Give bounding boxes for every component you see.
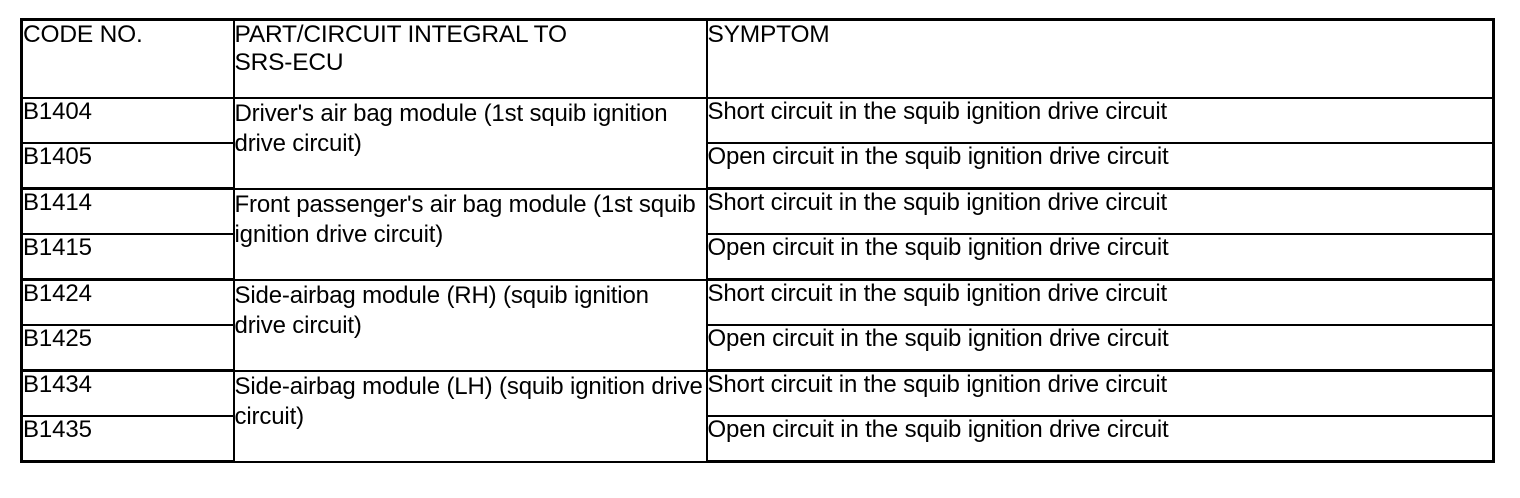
part-circuit-cell: Side-airbag module (LH) (squib ignition … — [232, 369, 708, 463]
column-header-symptom: SYMPTOM — [705, 18, 1495, 99]
symptom-cell: Short circuit in the squib ignition driv… — [705, 278, 1495, 326]
part-circuit-cell: Driver's air bag module (1st squib ignit… — [232, 97, 708, 190]
code-no-cell: B1425 — [20, 324, 235, 372]
column-header-part-circuit: PART/CIRCUIT INTEGRAL TO SRS-ECU — [232, 18, 708, 99]
part-circuit-cell: Front passenger's air bag module (1st sq… — [232, 187, 708, 281]
symptom-cell: Open circuit in the squib ignition drive… — [705, 415, 1495, 463]
table-row: B1435 Open circuit in the squib ignition… — [20, 415, 1495, 463]
code-no-cell: B1414 — [20, 187, 235, 235]
symptom-cell: Short circuit in the squib ignition driv… — [705, 369, 1495, 417]
part-circuit-cell: Side-airbag module (RH) (squib ignition … — [232, 278, 708, 372]
symptom-cell: Short circuit in the squib ignition driv… — [705, 187, 1495, 235]
code-no-cell: B1404 — [20, 97, 235, 144]
symptom-cell: Short circuit in the squib ignition driv… — [705, 97, 1495, 144]
table-row: B1434 Side-airbag module (LH) (squib ign… — [20, 369, 1495, 463]
table-body: CODE NO. PART/CIRCUIT INTEGRAL TO SRS-EC… — [20, 18, 1495, 463]
code-no-cell: B1415 — [20, 233, 235, 281]
column-header-code-no: CODE NO. — [20, 18, 235, 99]
code-no-cell: B1435 — [20, 415, 235, 463]
code-no-cell: B1434 — [20, 369, 235, 417]
code-no-cell: B1424 — [20, 278, 235, 326]
table-row: B1414 Front passenger's air bag module (… — [20, 187, 1495, 281]
table-row: B1404 Driver's air bag module (1st squib… — [20, 97, 1495, 190]
symptom-cell: Open circuit in the squib ignition drive… — [705, 142, 1495, 190]
symptom-cell: Open circuit in the squib ignition drive… — [705, 233, 1495, 281]
symptom-cell: Open circuit in the squib ignition drive… — [705, 324, 1495, 372]
diagnostic-trouble-code-table: CODE NO. PART/CIRCUIT INTEGRAL TO SRS-EC… — [20, 18, 1495, 463]
table-row: B1415 Open circuit in the squib ignition… — [20, 233, 1495, 281]
table-row: B1405 Open circuit in the squib ignition… — [20, 142, 1495, 190]
table-row: B1424 Side-airbag module (RH) (squib ign… — [20, 278, 1495, 372]
table-row: B1425 Open circuit in the squib ignition… — [20, 324, 1495, 372]
table-header-row: CODE NO. PART/CIRCUIT INTEGRAL TO SRS-EC… — [20, 18, 1495, 99]
code-no-cell: B1405 — [20, 142, 235, 190]
